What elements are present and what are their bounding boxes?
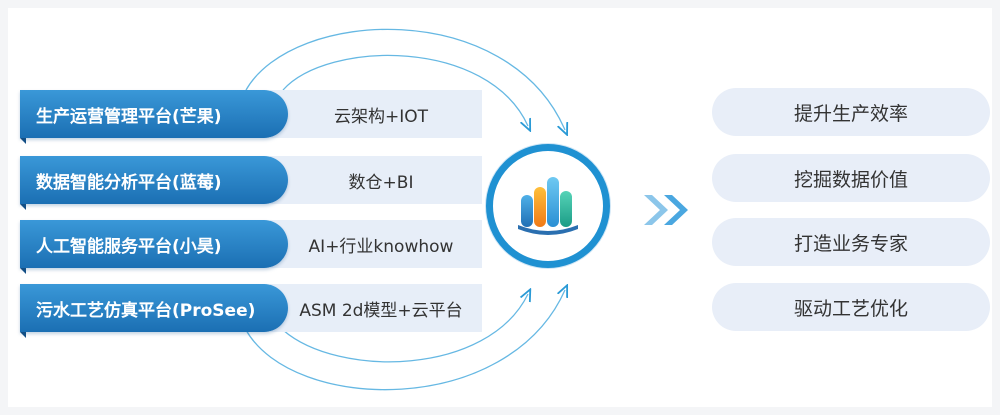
platform-row: 云架构+IOT 生产运营管理平台(芒果) [20, 90, 482, 144]
central-hub [486, 144, 610, 268]
arc-inner-top [282, 54, 528, 126]
platform-name: 数据智能分析平台(蓝莓) [20, 156, 288, 210]
arc-inner-bottom [282, 294, 528, 363]
arc-outer-top [245, 28, 565, 130]
platform-name: 生产运营管理平台(芒果) [20, 90, 288, 144]
platform-tech: 云架构+IOT [270, 90, 482, 138]
platform-row: 数仓+BI 数据智能分析平台(蓝莓) [20, 156, 482, 210]
platform-name: 人工智能服务平台(小昊) [20, 220, 288, 274]
connector-arcs [245, 28, 992, 391]
platform-row: AI+行业knowhow 人工智能服务平台(小昊) [20, 220, 482, 274]
outcome-pill: 提升生产效率 [712, 88, 990, 136]
platform-name: 污水工艺仿真平台(ProSee) [20, 284, 288, 338]
bar-chart-icon [518, 177, 578, 235]
outcome-pill: 驱动工艺优化 [712, 283, 990, 331]
platform-tech: ASM 2d模型+云平台 [270, 284, 482, 332]
platform-row: ASM 2d模型+云平台 污水工艺仿真平台(ProSee) [20, 284, 482, 338]
arc-outer-bottom [245, 290, 565, 391]
platform-tech: 数仓+BI [270, 156, 482, 204]
platform-tech: AI+行业knowhow [270, 220, 482, 268]
outcome-pill: 打造业务专家 [712, 218, 990, 266]
diagram-canvas: 云架构+IOT 生产运营管理平台(芒果) 数仓+BI 数据智能分析平台(蓝莓) … [8, 8, 992, 407]
outcome-pill: 挖掘数据价值 [712, 154, 990, 202]
double-chevron-right-icon [644, 195, 688, 225]
